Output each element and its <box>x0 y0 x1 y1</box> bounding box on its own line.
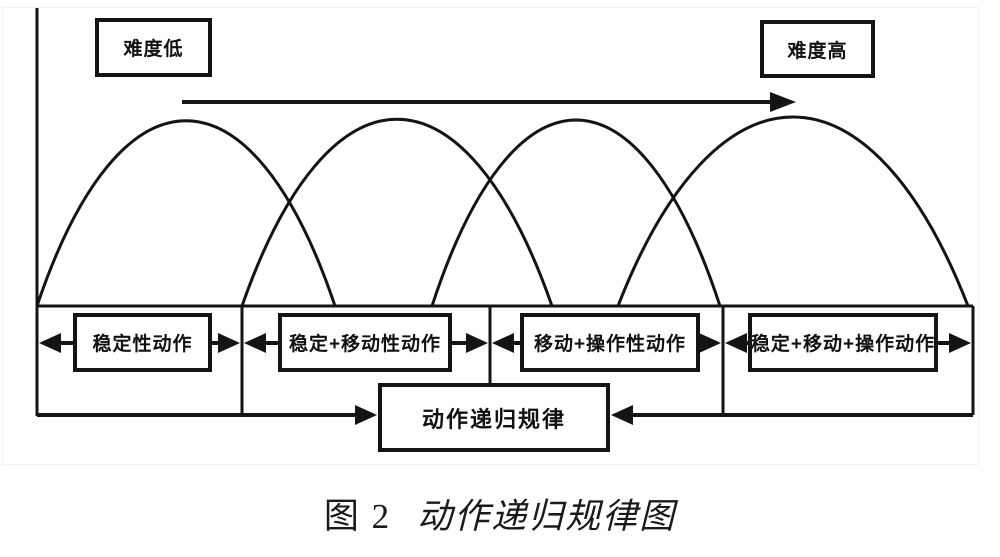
connector-left-to-center <box>37 405 377 425</box>
bell-curve-1 <box>35 119 337 307</box>
bell-curve-3 <box>430 118 722 307</box>
figure-title: 动作递归规律图 <box>417 497 677 536</box>
difficulty-high-box: 难度高 <box>760 20 875 78</box>
strip-box-label: 稳定+移动性动作 <box>288 334 442 355</box>
arrow-right-box2 <box>452 333 488 353</box>
bell-curve-2 <box>240 117 554 307</box>
difficulty-low-box: 难度低 <box>95 18 212 77</box>
recursion-rule-box: 动作递归规律 <box>378 383 610 452</box>
arrow-left-box3 <box>492 333 520 353</box>
arrow-right-box1 <box>212 333 240 353</box>
strip-box-stability-mobility-manipulation: 稳定+移动+操作动作 <box>748 313 938 372</box>
arrow-left-box2 <box>244 333 278 353</box>
arrow-left-box4 <box>725 333 748 353</box>
difficulty-arrowhead-icon <box>770 92 796 112</box>
strip-box-label: 稳定性动作 <box>92 334 193 355</box>
arrow-left-box1 <box>39 333 73 353</box>
figure-caption: 图 2 动作递归规律图 <box>0 488 1000 539</box>
strip-box-stability-mobility: 稳定+移动性动作 <box>278 313 452 372</box>
strip-box-mobility-manipulation: 移动+操作性动作 <box>520 313 700 372</box>
strip-box-label: 移动+操作性动作 <box>533 334 687 355</box>
strip-box-label: 稳定+移动+操作动作 <box>750 334 936 355</box>
difficulty-arrow <box>182 92 796 112</box>
difficulty-high-label: 难度高 <box>787 40 848 62</box>
recursion-rule-label: 动作递归规律 <box>421 406 566 432</box>
connector-left-arrowhead-icon <box>355 405 377 425</box>
difficulty-low-label: 难度低 <box>123 39 184 60</box>
figure-number: 图 2 <box>323 497 392 536</box>
arrow-right-box3 <box>699 333 721 353</box>
arrow-right-box4 <box>938 333 971 353</box>
bell-curve-4 <box>616 115 970 307</box>
strip-box-stability: 稳定性动作 <box>73 313 212 372</box>
connector-right-arrowhead-icon <box>611 405 633 425</box>
connector-right-to-center <box>611 405 973 425</box>
